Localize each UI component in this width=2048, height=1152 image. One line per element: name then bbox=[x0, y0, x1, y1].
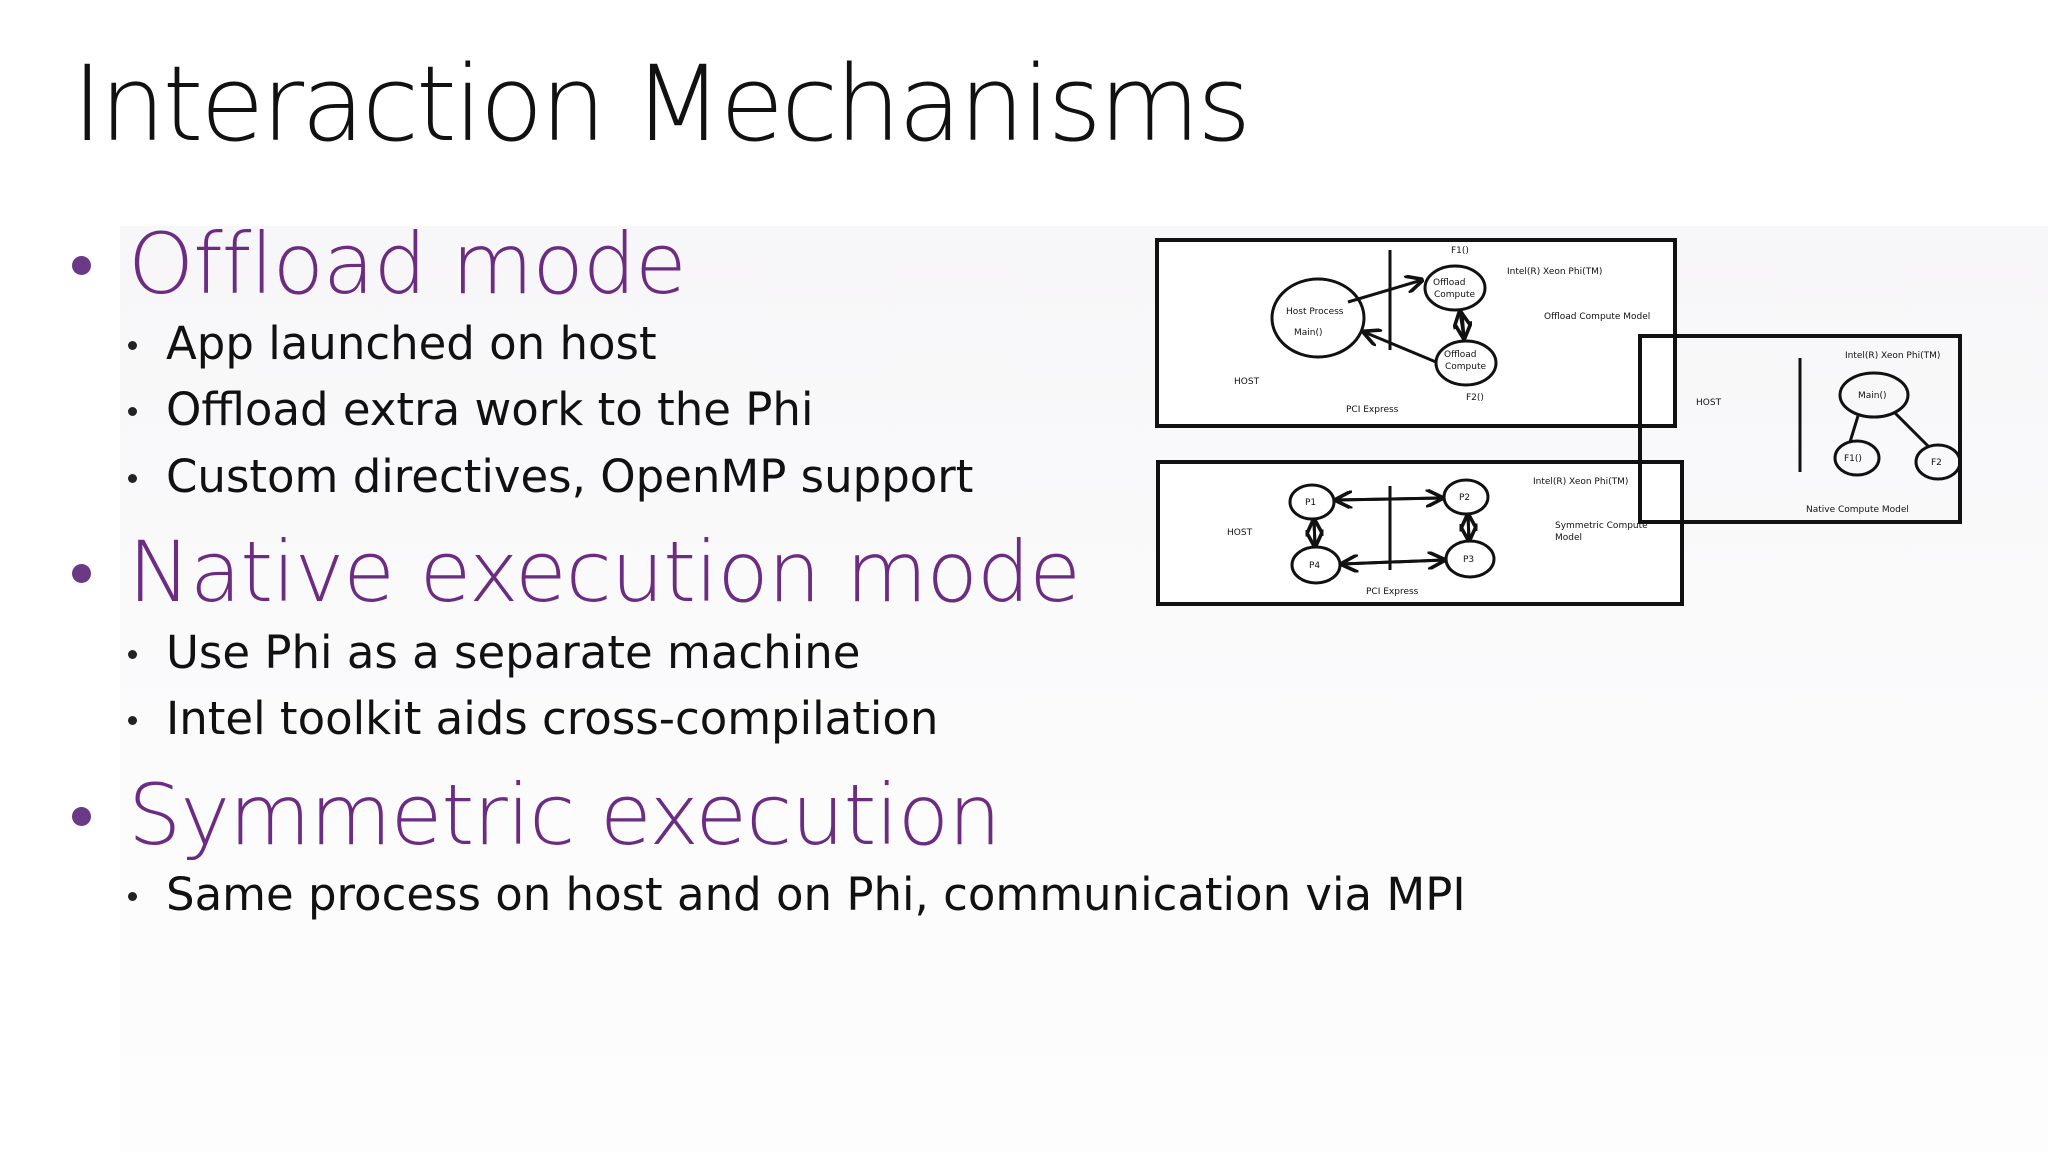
list-item-text: Intel toolkit aids cross-compilation bbox=[166, 692, 939, 745]
bullet-dot bbox=[128, 716, 137, 725]
host-process-label: Host Process bbox=[1286, 307, 1344, 317]
bullet-dot bbox=[72, 256, 91, 275]
p2-label: P2 bbox=[1459, 493, 1470, 503]
symmetric-compute-model-panel: P1 P2 P3 P4 Intel(R) Xeon Phi(TM) HOST S… bbox=[1156, 460, 1684, 606]
bullet-dot bbox=[128, 474, 137, 483]
compute-models-diagram: F1() Intel(R) Xeon Phi(TM) Offload Compu… bbox=[1155, 238, 1962, 606]
offload-compute-label: Offload bbox=[1444, 350, 1477, 360]
offload-compute-model-label: Offload Compute Model bbox=[1544, 312, 1650, 322]
host-label: HOST bbox=[1234, 377, 1260, 387]
pci-express-label: PCI Express bbox=[1366, 587, 1419, 597]
f1-label: F1() bbox=[1844, 454, 1862, 464]
offload-compute-label: Offload bbox=[1433, 278, 1466, 288]
offload-compute-model-panel: F1() Intel(R) Xeon Phi(TM) Offload Compu… bbox=[1155, 238, 1677, 428]
main-node bbox=[1838, 371, 1910, 419]
native-compute-model-panel: Intel(R) Xeon Phi(TM) HOST Main() F1() F… bbox=[1638, 334, 1962, 524]
symmetric-compute-model-label: Model bbox=[1555, 533, 1582, 543]
f1-label: F1() bbox=[1451, 246, 1469, 256]
symmetric-compute-model-label: Symmetric Compute bbox=[1555, 521, 1648, 531]
f2-label: F2() bbox=[1466, 393, 1484, 403]
list-item-text: Use Phi as a separate machine bbox=[166, 626, 861, 679]
phi-label: Intel(R) Xeon Phi(TM) bbox=[1533, 477, 1628, 487]
native-compute-model-label: Native Compute Model bbox=[1806, 505, 1909, 515]
bullet-dot bbox=[128, 341, 137, 350]
section-heading: Native execution mode bbox=[128, 523, 1081, 621]
phi-label: Intel(R) Xeon Phi(TM) bbox=[1507, 267, 1602, 277]
list-item-text: Offload extra work to the Phi bbox=[166, 383, 814, 436]
p3-label: P3 bbox=[1463, 555, 1474, 565]
section-heading: Offload mode bbox=[128, 215, 687, 313]
offload-compute-label: Compute bbox=[1445, 362, 1487, 372]
bullet-dot bbox=[72, 807, 91, 826]
list-item-text: Same process on host and on Phi, communi… bbox=[166, 868, 1466, 921]
bullet-dot bbox=[128, 407, 137, 416]
slide-background bbox=[120, 226, 2048, 1152]
slide-title: Interaction Mechanisms bbox=[72, 43, 1251, 165]
section-heading: Symmetric execution bbox=[128, 766, 1001, 864]
bullet-dot bbox=[128, 650, 137, 659]
phi-label: Intel(R) Xeon Phi(TM) bbox=[1845, 351, 1940, 361]
p4-label: P4 bbox=[1309, 561, 1320, 571]
host-label: HOST bbox=[1227, 528, 1253, 538]
main-label: Main() bbox=[1294, 328, 1323, 338]
list-item-text: App launched on host bbox=[166, 317, 657, 370]
f1-node bbox=[1833, 439, 1881, 477]
host-label: HOST bbox=[1696, 398, 1722, 408]
offload-compute-label: Compute bbox=[1434, 290, 1476, 300]
offload-compute-node-2 bbox=[1434, 339, 1498, 387]
host-process-node bbox=[1270, 277, 1366, 359]
p1-label: P1 bbox=[1305, 498, 1316, 508]
list-item-text: Custom directives, OpenMP support bbox=[166, 450, 974, 503]
f2-label: F2 bbox=[1931, 458, 1942, 468]
bullet-dot bbox=[72, 564, 91, 583]
main-label: Main() bbox=[1858, 391, 1887, 401]
pci-express-label: PCI Express bbox=[1346, 405, 1399, 415]
f2-node bbox=[1914, 443, 1962, 481]
bullet-dot bbox=[128, 892, 137, 901]
